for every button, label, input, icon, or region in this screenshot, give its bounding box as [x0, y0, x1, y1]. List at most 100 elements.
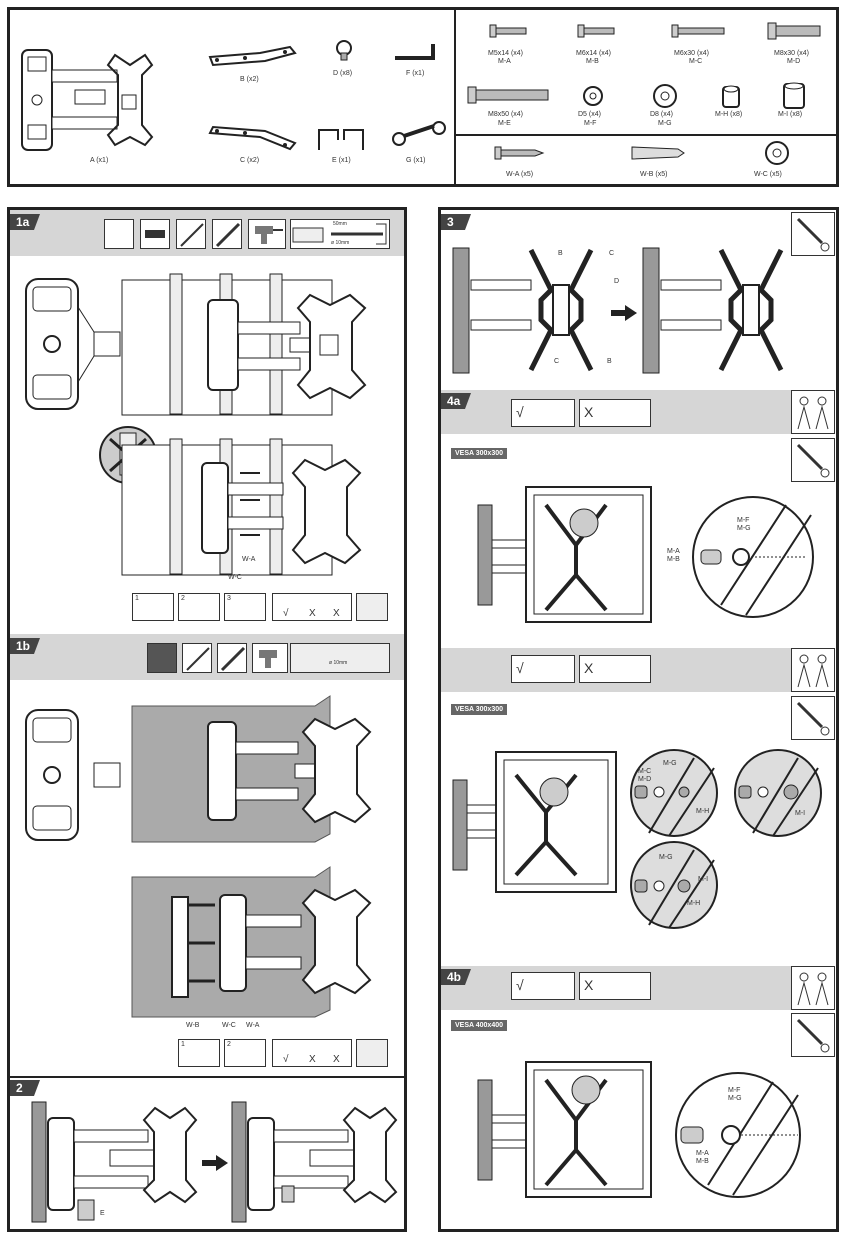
concrete-wall-1b-bottom [131, 866, 372, 1018]
callout-d-3: D [614, 278, 620, 285]
wall-w-a-label: W-A (x5) [506, 171, 534, 178]
step-4a-tv-drawing-1 [477, 486, 652, 623]
drill-bit-label: ø 10mm [331, 240, 350, 246]
callout-c2-3: C [554, 358, 560, 365]
washer-m-g-code: M-G [658, 120, 672, 127]
screw-m-b-size: M6x14 (x4) [576, 50, 612, 57]
invalid-method-4a: X [579, 399, 651, 427]
part-g-drawing [392, 121, 446, 146]
tool-screwdriver-icon [212, 219, 242, 249]
valid-method-4a: √ [511, 399, 575, 427]
wall-plate-detail-1a [25, 278, 121, 410]
wall-anchor-w-b-icon [631, 146, 685, 160]
screw-m-a-code: M-A [498, 58, 511, 65]
wall-washer-w-c-icon [765, 141, 789, 165]
step-4a-tv-drawing-2 [452, 751, 617, 893]
wall-plate-detail-1b [25, 709, 121, 841]
drill-tool-1b [356, 1039, 388, 1067]
two-person-icon-4a [791, 390, 835, 434]
part-g-label: G (x1) [406, 157, 426, 164]
washer-m-g-size: D8 (x4) [650, 111, 673, 118]
callout-m-b-4b: M-B [696, 1158, 709, 1165]
tool-pencil-icon-1b [182, 643, 212, 673]
concrete-wall-1b-top [131, 695, 372, 843]
cross-mark-1b-2: X [333, 1054, 340, 1065]
part-a-drawing [21, 49, 154, 151]
callout-m-i2-4a2: M-I [698, 876, 709, 883]
vesa-label-4a-1: VESA 300x300 [451, 448, 507, 459]
part-f-drawing [395, 44, 435, 60]
tool-drill-icon-1b [252, 643, 288, 673]
callout-m-a-4a: M-A [667, 548, 680, 555]
tool-stud-finder-icon [104, 219, 134, 249]
callout-m-b-4a: M-B [667, 556, 680, 563]
step-4a-number: 4a [441, 393, 471, 409]
screw-m-a-icon [489, 24, 527, 38]
wall-screw-w-a-icon [494, 146, 545, 160]
callout-m-f-4b: M-F [728, 1087, 741, 1094]
step-3-before-drawing [452, 247, 594, 374]
callout-m-h-4a2: M-H [696, 808, 710, 815]
callout-m-g-4a: M-G [737, 525, 751, 532]
tighten-check-strip-1a: √ X X [272, 593, 352, 621]
spacer-m-h-size: M-H (x8) [715, 111, 743, 118]
step-4b-number: 4b [441, 969, 471, 985]
zoom-detail-4a-1 [692, 496, 814, 618]
screw-m-c-icon [671, 24, 725, 38]
screw-m-e-icon [467, 86, 549, 104]
drill-tool-1a [356, 593, 388, 621]
step-4b-tv-drawing [477, 1061, 652, 1198]
callout-b-3: B [558, 250, 563, 257]
screw-m-d-icon [767, 22, 821, 40]
screw-m-c-code: M-C [689, 58, 703, 65]
callout-m-c-4a2: M-C [638, 768, 652, 775]
washer-m-f-icon [583, 86, 603, 106]
substep-2-1b: 2 [224, 1039, 266, 1067]
substep-2-1a: 2 [178, 593, 220, 621]
vesa-label-4a-2: VESA 300x300 [451, 704, 507, 715]
spacer-m-i-size: M-I (x8) [778, 111, 803, 118]
callout-w-a-1b: W-A [246, 1022, 260, 1029]
wall-w-b-label: W-B (x5) [640, 171, 668, 178]
tighten-check-strip-1b: √ X X [272, 1039, 352, 1067]
cross-mark-1b-1: X [309, 1054, 316, 1065]
callout-b2-3: B [607, 358, 612, 365]
right-column: 3 B C D C B 4a √ X VESA 300x300 [438, 207, 839, 1232]
two-person-icon-4a2 [791, 648, 835, 692]
drill-bit-label-1b: ø 10mm [329, 660, 348, 666]
drill-depth-diagram-1b: ø 10mm [290, 643, 390, 673]
callout-m-f-4a: M-F [737, 517, 750, 524]
step-3-after-drawing [642, 247, 784, 374]
drill-depth-label: 50mm [333, 221, 347, 227]
invalid-method-4b: X [579, 972, 651, 1000]
check-mark-1a: √ [283, 608, 289, 619]
wall-w-c-label: W-C (x5) [754, 171, 782, 178]
screw-m-d-code: M-D [787, 58, 801, 65]
spacer-m-h-icon [722, 85, 740, 108]
washer-m-f-code: M-F [584, 120, 597, 127]
step-1a-number: 1a [10, 214, 40, 230]
part-b-drawing [208, 45, 297, 67]
screw-m-c-size: M6x30 (x4) [674, 50, 710, 57]
drill-depth-diagram: 50mm ø 10mm [290, 219, 390, 249]
part-d-drawing [336, 40, 352, 61]
step-1b-number: 1b [10, 638, 40, 654]
tool-screwdriver-icon-1b [217, 643, 247, 673]
step-3-number: 3 [441, 214, 471, 230]
part-c-drawing [208, 125, 297, 151]
tool-level-icon [140, 219, 170, 249]
part-e-drawing [318, 129, 364, 150]
screwdriver-icon-4b [791, 1013, 835, 1057]
check-mark-1b: √ [283, 1054, 289, 1065]
tool-drill-icon [248, 219, 286, 249]
valid-method-4a2: √ [511, 655, 575, 683]
callout-m-i-4a2: M-I [795, 810, 806, 817]
zoom-detail-4a-2b [734, 749, 822, 837]
tool-pencil-icon [176, 219, 206, 249]
callout-m-g2-4a2: M-G [659, 854, 673, 861]
parts-list: A (x1) B (x2) C (x2) D (x8) E (x1) F (x1… [7, 7, 839, 187]
part-f-label: F (x1) [406, 70, 425, 77]
two-person-icon-4b [791, 966, 835, 1010]
wall-hw-divider [456, 134, 836, 136]
screw-m-b-code: M-B [586, 58, 599, 65]
